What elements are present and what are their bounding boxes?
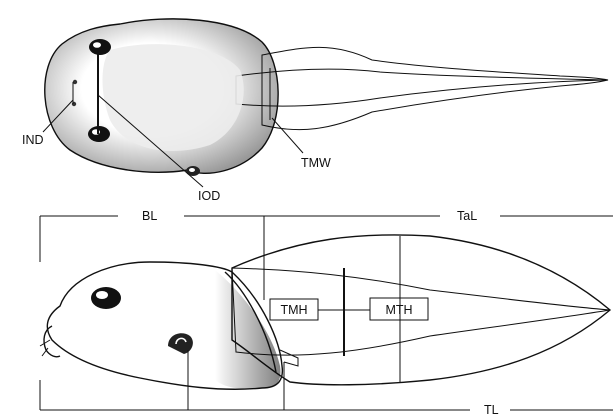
lateral-view: BL TaL TL TMH MTH <box>40 209 613 414</box>
tmh-label: TMH <box>280 303 307 317</box>
dorsal-left-eye <box>89 39 111 55</box>
bl-label: BL <box>142 209 157 223</box>
iod-label: IOD <box>198 189 220 203</box>
ind-label: IND <box>22 133 44 147</box>
lateral-spiracle <box>168 333 193 354</box>
dorsal-tail-muscle <box>236 69 606 106</box>
tmh-label-box: TMH <box>270 299 318 320</box>
mth-label: MTH <box>385 303 412 317</box>
tal-label: TaL <box>457 209 477 223</box>
tl-label: TL <box>484 403 499 414</box>
tmw-label: TMW <box>301 156 331 170</box>
lateral-gut-shading <box>215 270 280 389</box>
dorsal-nostril-lower <box>72 102 76 106</box>
lateral-eye <box>91 287 121 309</box>
dorsal-view: IND IOD TMW <box>22 19 608 203</box>
dorsal-gut-region <box>103 44 244 151</box>
dorsal-tail-fin <box>262 47 608 129</box>
lateral-vent-tube <box>280 350 298 366</box>
mth-label-box: MTH <box>370 298 428 320</box>
lateral-oral-disc <box>44 326 60 357</box>
tmw-leader <box>272 118 303 153</box>
